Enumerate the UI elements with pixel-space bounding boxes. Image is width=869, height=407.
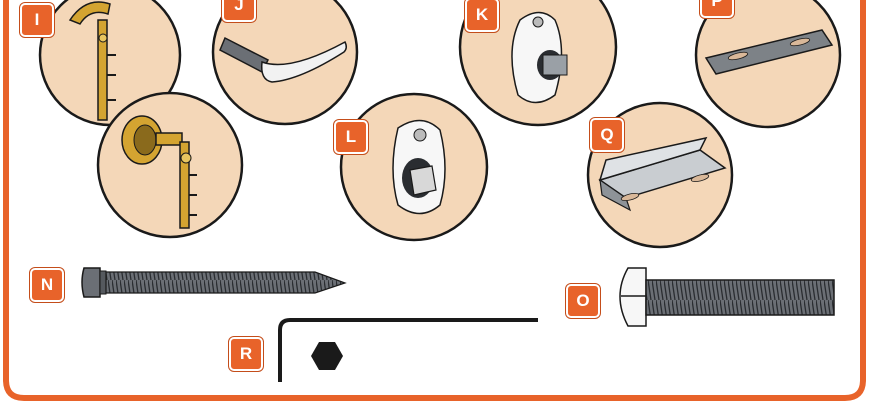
hex-key-icon xyxy=(280,320,538,382)
part-label-r: R xyxy=(229,337,263,371)
part-label-n: N xyxy=(30,268,64,302)
part-label-o: O xyxy=(566,284,600,318)
machine-screw-icon xyxy=(620,268,834,326)
wood-screw-icon xyxy=(82,268,345,297)
part-label-p: P xyxy=(700,0,734,18)
part-label-l: L xyxy=(334,120,368,154)
thumbturn-l-icon xyxy=(393,120,445,213)
part-l-circle xyxy=(341,94,487,240)
part-label-j: J xyxy=(222,0,256,22)
part-label-i: I xyxy=(20,3,54,37)
part-label-k: K xyxy=(465,0,499,32)
part-i-rosette-circle xyxy=(98,93,242,237)
part-label-q: Q xyxy=(590,118,624,152)
part-p-circle xyxy=(696,0,840,127)
